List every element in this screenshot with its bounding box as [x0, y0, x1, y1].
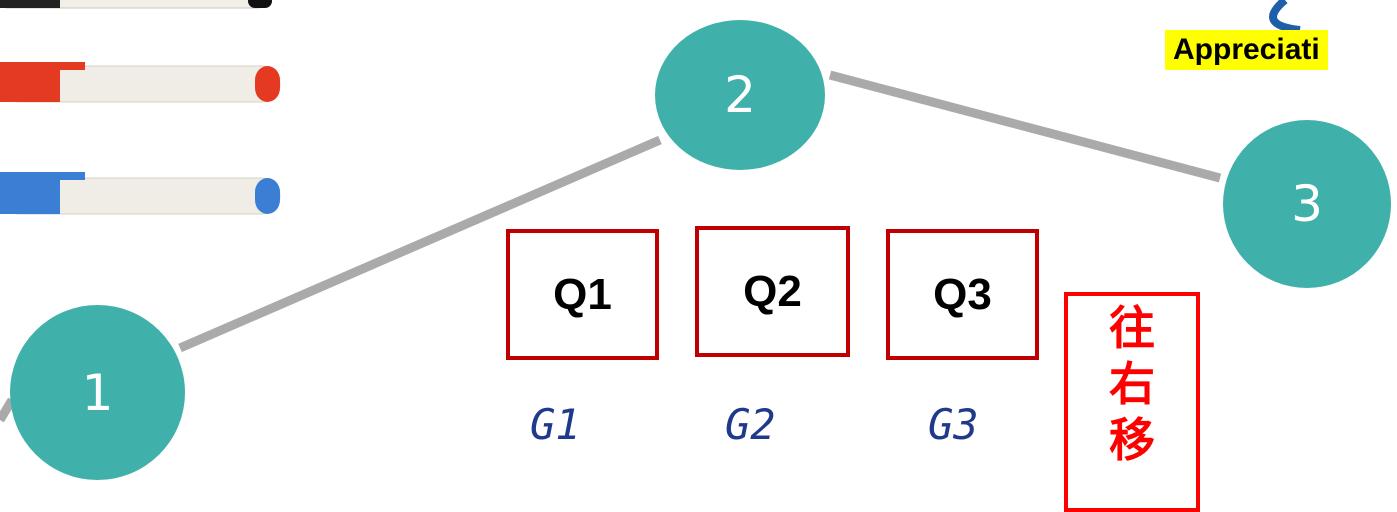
black-pen-icon [0, 0, 272, 9]
group-label-g2: G2 [725, 400, 776, 449]
diagram-graphics [0, 0, 1301, 423]
connector-2-3 [828, 70, 1222, 183]
group-label-g3: G3 [928, 400, 979, 449]
vertical-char-2: 右 [1109, 357, 1155, 411]
connector-1-2 [178, 135, 662, 353]
node-1: 1 [10, 305, 185, 480]
logo-arc-icon [1269, 0, 1301, 34]
move-right-label: 往 右 移 [1064, 292, 1200, 512]
blue-pen-icon [0, 172, 281, 215]
node-2: 2 [655, 20, 825, 170]
question-box-q3: Q3 [886, 229, 1039, 360]
question-box-q2: Q2 [695, 226, 850, 357]
vertical-char-3: 移 [1109, 413, 1155, 467]
question-box-q1: Q1 [506, 229, 659, 360]
node-3: 3 [1223, 120, 1391, 288]
vertical-char-1: 往 [1109, 301, 1155, 355]
red-pen-icon [0, 62, 281, 103]
appreciation-banner: Appreciati [1165, 30, 1328, 70]
group-label-g1: G1 [530, 400, 581, 449]
